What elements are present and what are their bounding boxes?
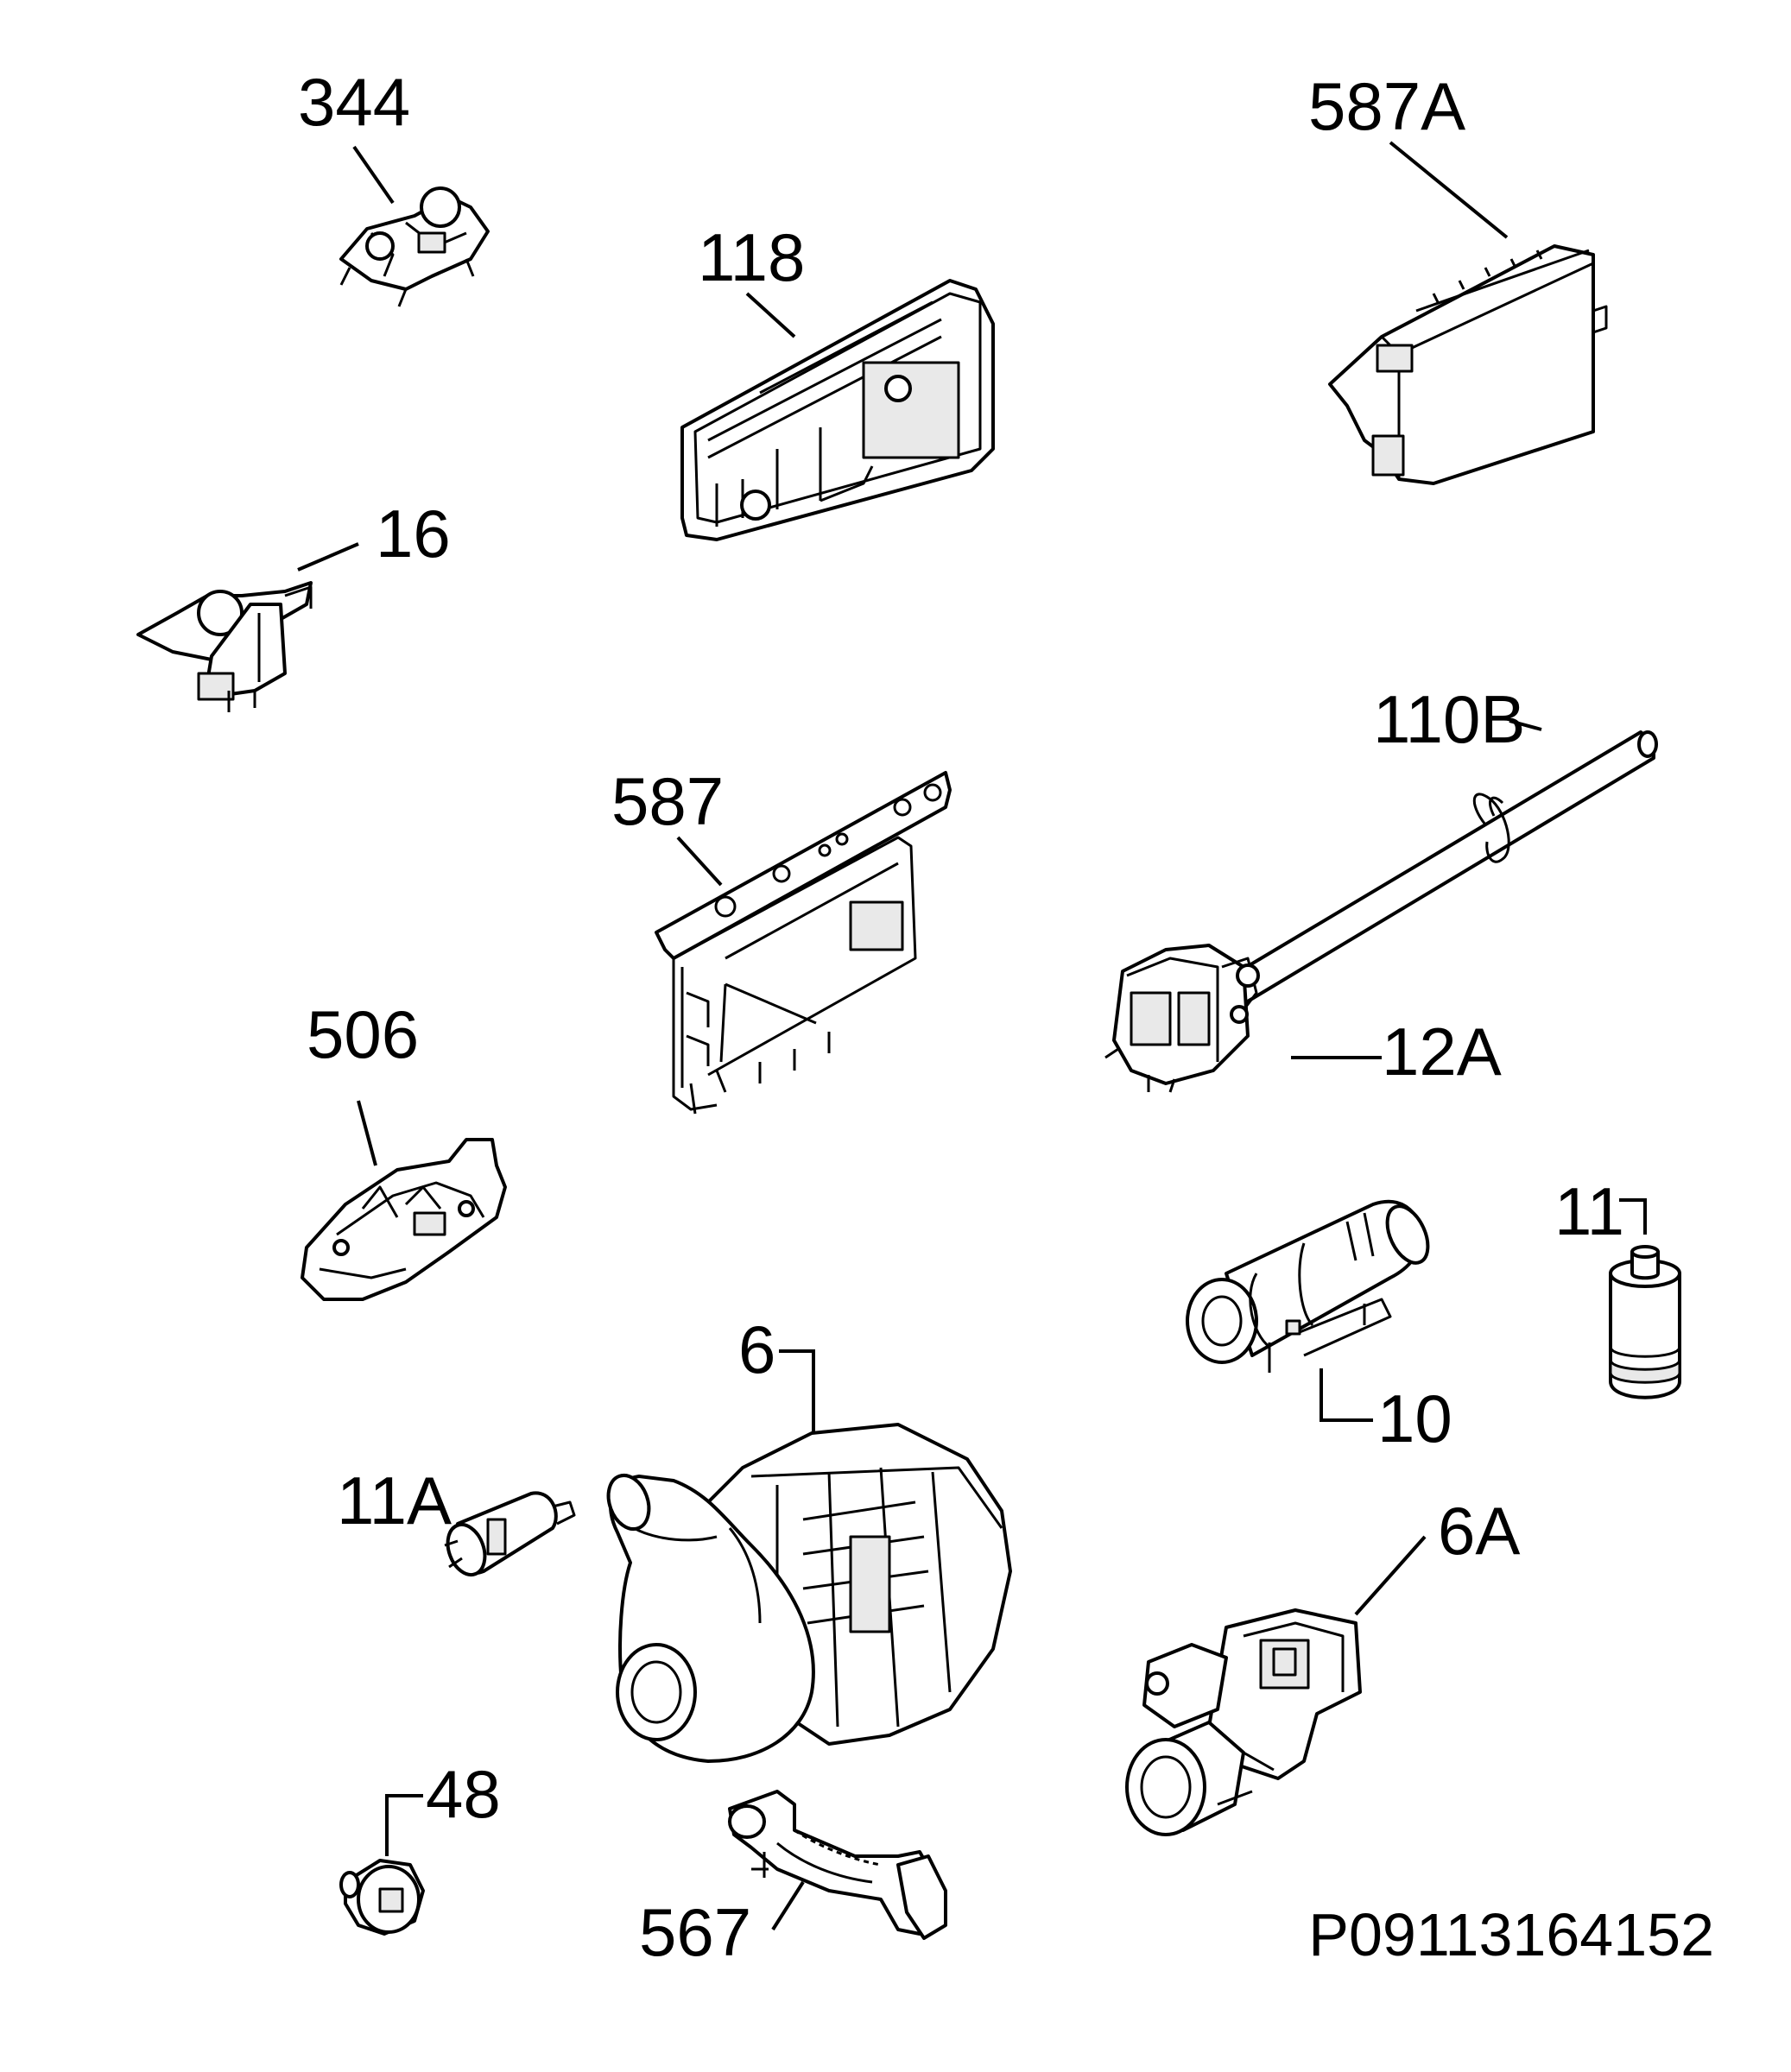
- leader-line-16: [297, 542, 359, 572]
- part-6A[interactable]: 6A: [1125, 1493, 1520, 1836]
- part-label-567: 567: [639, 1894, 751, 1970]
- leader-line-11: [1619, 1198, 1647, 1235]
- part-label-12A: 12A: [1382, 1014, 1502, 1090]
- part-110B-drawing: [1216, 730, 1658, 1012]
- part-587A[interactable]: 587A: [1308, 68, 1608, 485]
- part-567[interactable]: 567: [639, 1790, 947, 1970]
- part-11-drawing: [1609, 1245, 1681, 1399]
- part-118[interactable]: 118: [680, 219, 995, 541]
- part-48[interactable]: 48: [339, 1756, 501, 1936]
- part-11A-drawing: [444, 1491, 576, 1577]
- part-label-10: 10: [1377, 1380, 1452, 1456]
- leader-line-587: [676, 836, 723, 887]
- part-12A[interactable]: 12A: [1104, 944, 1502, 1093]
- part-10[interactable]: 10: [1186, 1199, 1452, 1456]
- part-344-drawing: [339, 186, 490, 307]
- leader-line-506: [357, 1100, 377, 1166]
- leader-line-567: [771, 1880, 805, 1931]
- part-label-506: 506: [307, 996, 419, 1072]
- part-label-118: 118: [698, 219, 805, 295]
- part-506-drawing: [301, 1138, 507, 1301]
- part-587A-drawing: [1328, 244, 1608, 485]
- part-587[interactable]: 587: [611, 763, 952, 1115]
- part-label-11: 11: [1554, 1173, 1624, 1249]
- leader-line-110B: [1509, 719, 1542, 731]
- part-label-587: 587: [611, 763, 724, 839]
- leader-line-6A: [1354, 1535, 1427, 1616]
- part-6-drawing: [606, 1423, 1012, 1763]
- part-110B[interactable]: 110B: [1216, 681, 1658, 1012]
- part-16[interactable]: 16: [136, 496, 451, 712]
- part-6A-drawing: [1125, 1608, 1362, 1836]
- leader-line-118: [745, 292, 796, 338]
- part-16-drawing: [136, 581, 313, 712]
- part-label-6A: 6A: [1438, 1493, 1520, 1569]
- part-label-11A: 11A: [337, 1462, 452, 1538]
- leader-line-344: [352, 145, 395, 205]
- part-587-drawing: [655, 771, 952, 1115]
- part-label-110B: 110B: [1373, 681, 1525, 757]
- part-12A-drawing: [1104, 944, 1260, 1093]
- part-6[interactable]: 6: [601, 1311, 1012, 1763]
- part-label-587A: 587A: [1308, 68, 1465, 144]
- leader-line-587A: [1389, 141, 1509, 239]
- part-11A[interactable]: 11A: [337, 1462, 576, 1580]
- part-label-344: 344: [298, 64, 410, 140]
- leader-line-6: [779, 1349, 815, 1437]
- part-344[interactable]: 344: [298, 64, 490, 307]
- leader-line-10: [1320, 1368, 1373, 1422]
- part-label-48: 48: [426, 1756, 501, 1832]
- part-label-16: 16: [376, 496, 451, 572]
- part-567-drawing: [728, 1790, 947, 1940]
- part-48-drawing: [339, 1859, 425, 1936]
- part-506[interactable]: 506: [301, 996, 507, 1301]
- leader-line-48: [385, 1794, 423, 1856]
- part-10-drawing: [1186, 1199, 1430, 1373]
- part-label-6: 6: [738, 1311, 775, 1387]
- part-118-drawing: [680, 279, 995, 541]
- diagram-reference-code: P09113164152: [1308, 1901, 1714, 1968]
- part-11[interactable]: 11: [1554, 1173, 1681, 1399]
